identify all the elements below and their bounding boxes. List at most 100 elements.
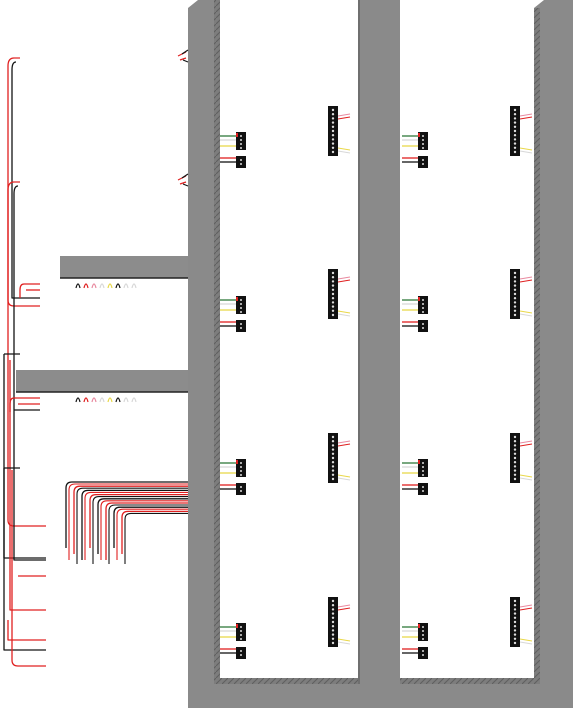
terminal-strip-c2-r3	[510, 433, 533, 483]
bundle-wire-8	[121, 510, 188, 554]
bundle-wire-pair-4	[92, 496, 188, 564]
terminal-block-pin	[422, 634, 424, 636]
terminal-block-pin	[240, 147, 242, 149]
terminal-block-pin	[422, 626, 424, 628]
terminal-block-pin	[240, 466, 242, 468]
terminal-block-pin	[240, 490, 242, 492]
terminal-strip-pin	[331, 146, 335, 149]
terminal-block-pin	[240, 327, 242, 329]
terminal-block-pin	[422, 474, 424, 476]
terminal-strip-pin	[331, 465, 335, 468]
terminal-strip-c2-r2	[510, 269, 533, 319]
feed-black-4	[3, 467, 46, 651]
terminal-block-pin	[240, 311, 242, 313]
terminal-block-pin	[422, 654, 424, 656]
shelf2-pin-7	[123, 397, 129, 403]
terminal-strip-pin	[513, 604, 517, 607]
terminal-strip-pin	[331, 284, 335, 287]
terminal-block-pin	[422, 630, 424, 632]
strip-wire-yellow	[337, 310, 351, 314]
bundle-wire-pair-1	[68, 483, 188, 560]
terminal-strip-pin	[513, 146, 517, 149]
terminal-block-pair-c2-r3	[402, 459, 428, 495]
bundle-wire-2	[73, 485, 188, 554]
terminal-strip-pin	[331, 125, 335, 128]
terminal-block-pair-c1-r2	[220, 296, 246, 332]
terminal-block-pin	[240, 303, 242, 305]
strip-wire-pink	[519, 440, 533, 444]
terminal-strip-pin	[513, 435, 517, 439]
shelf1-pin-2	[83, 283, 89, 289]
strip-wire-white	[519, 477, 533, 481]
shelf1-red-link	[19, 283, 40, 298]
terminal-block-pin	[422, 143, 424, 145]
terminal-block-pin	[240, 630, 242, 632]
terminal-strip-pin	[331, 473, 335, 476]
shelf1-pin-8	[131, 283, 137, 289]
strip-wire-pink	[519, 276, 533, 280]
bundle-wire-pair-2	[76, 487, 188, 564]
strip-wire-white	[519, 150, 533, 154]
terminal-block-marker	[236, 460, 238, 464]
feed-red-6	[7, 620, 46, 641]
left-post	[188, 0, 220, 708]
terminal-block-pin	[422, 327, 424, 329]
terminal-strip-c2-r1	[510, 106, 533, 156]
terminal-block-pin	[240, 135, 242, 137]
strip-wire-red	[519, 116, 533, 120]
bundle-wire-pair-6	[108, 504, 188, 564]
terminal-strip-pin	[331, 629, 335, 632]
terminal-strip-pin	[513, 599, 517, 603]
strip-wire-white	[337, 641, 351, 645]
strip-wire-white	[519, 313, 533, 317]
strip-wire-red	[519, 279, 533, 283]
feed-wires	[3, 49, 189, 667]
terminal-block-pin	[422, 135, 424, 137]
terminal-block-pin	[422, 650, 424, 652]
terminal-strip-pin	[513, 276, 517, 279]
small-terminal-blocks	[220, 132, 428, 659]
terminal-block-pin	[422, 462, 424, 464]
shelf2-red-link	[9, 397, 40, 412]
terminal-strip-pin	[331, 121, 335, 124]
terminal-strip-pin	[513, 461, 517, 464]
terminal-block-lower	[418, 156, 428, 168]
terminal-strip-pin	[513, 129, 517, 133]
terminal-block-pin	[422, 323, 424, 325]
strip-wire-pink	[337, 604, 351, 608]
terminal-strip-pin	[331, 608, 335, 611]
terminal-block-pin	[240, 474, 242, 476]
center-post-edge	[358, 0, 360, 686]
terminal-block-lower	[418, 483, 428, 495]
terminal-strip-pin	[331, 612, 335, 615]
terminal-block-pin	[240, 626, 242, 628]
terminal-block-pin	[240, 299, 242, 301]
terminal-block-pin	[240, 486, 242, 488]
terminal-strip-pin	[331, 297, 335, 300]
terminal-block-pin	[240, 650, 242, 652]
terminal-strip-pin	[513, 108, 517, 112]
terminal-block-pin	[422, 299, 424, 301]
terminal-block-pair-c2-r1	[402, 132, 428, 168]
terminal-strip-pin	[331, 452, 335, 455]
terminal-block-pin	[240, 143, 242, 145]
terminal-strip-pin	[331, 477, 335, 481]
shelf1-pin-3	[91, 283, 97, 289]
terminal-strip-pin	[331, 641, 335, 645]
center-post	[358, 0, 400, 686]
terminal-strip-pin	[331, 469, 335, 472]
terminal-block-pin	[422, 638, 424, 640]
terminal-strip-pin	[331, 435, 335, 439]
feed-black-2	[13, 185, 46, 561]
terminal-strip-c1-r2	[328, 269, 351, 319]
terminal-strip-pin	[331, 288, 335, 291]
bottom-rail	[188, 684, 573, 708]
strip-wire-pink	[337, 276, 351, 280]
terminal-block-pin	[240, 634, 242, 636]
strip-wire-pink	[337, 440, 351, 444]
terminal-strip-pin	[331, 117, 335, 120]
terminal-strip-pin	[513, 271, 517, 275]
terminal-strip-pin	[513, 142, 517, 145]
